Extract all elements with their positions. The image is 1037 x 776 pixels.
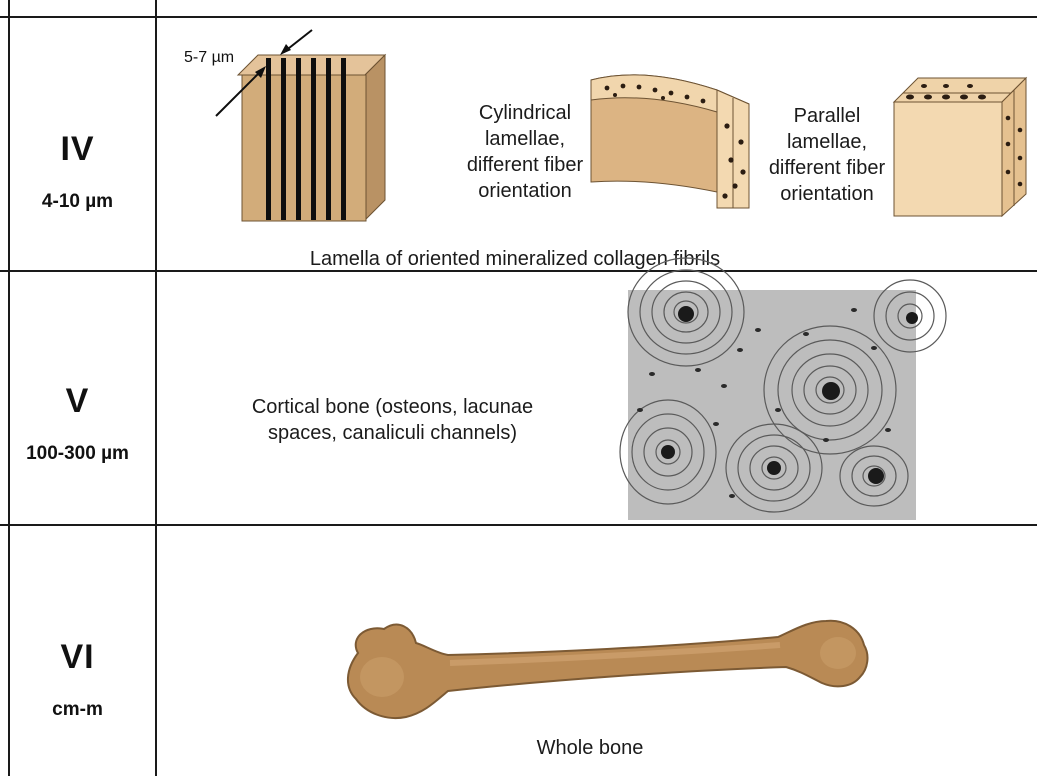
level-iv-cell: IV 4-10 µm — [0, 130, 155, 213]
level-iv-label: IV — [0, 130, 155, 169]
cylindrical-lamellae-caption: Cylindrical lamellae, different fiber or… — [455, 100, 595, 204]
lamella-main-caption: Lamella of oriented mineralized collagen… — [265, 246, 765, 272]
level-v-scale: 100-300 µm — [0, 443, 155, 465]
parallel-lamellae-figure — [890, 78, 1030, 223]
level-v-label: V — [0, 382, 155, 421]
cylindrical-lamellae-figure — [585, 68, 755, 218]
whole-bone-caption: Whole bone — [490, 735, 690, 761]
dimension-label: 5-7 µm — [184, 49, 234, 66]
cortical-bone-caption: Cortical bone (osteons, lacunae spaces, … — [220, 394, 565, 446]
parallel-lamellae-caption: Parallel lamellae, different fiber orien… — [752, 103, 902, 207]
level-vi-cell: VI cm-m — [0, 638, 155, 721]
level-iv-scale: 4-10 µm — [0, 191, 155, 213]
level-vi-scale: cm-m — [0, 699, 155, 721]
column-divider — [155, 0, 157, 776]
lamella-block-figure: 5-7 µm — [200, 30, 440, 230]
cortical-bone-micrograph — [628, 290, 916, 520]
level-vi-label: VI — [0, 638, 155, 677]
level-v-cell: V 100-300 µm — [0, 382, 155, 465]
whole-bone-image — [340, 615, 880, 730]
